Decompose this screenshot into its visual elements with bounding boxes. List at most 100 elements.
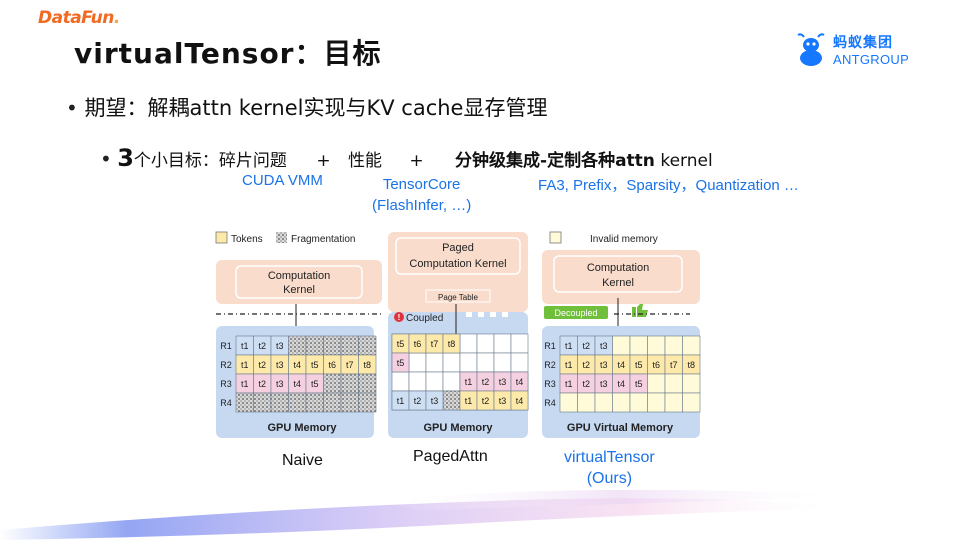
token-cell-label: t2: [482, 396, 490, 406]
note-cuda-vmm: CUDA VMM: [242, 172, 323, 189]
page-cell: [493, 352, 512, 373]
legend-invalid-swatch: [549, 231, 562, 244]
fragment-cell: [340, 373, 359, 394]
token-cell-label: t3: [499, 396, 507, 406]
goal-count: 3: [117, 144, 134, 172]
slide-title: virtualTensor：目标: [74, 37, 382, 70]
fragment-cell: [305, 335, 324, 356]
decoupled-label: Decoupled: [554, 308, 597, 318]
legend-tokens: Tokens: [231, 234, 263, 245]
page-cell: [408, 371, 427, 392]
vt-kernel-line2: Kernel: [602, 277, 634, 289]
kernel-label-line1: Computation: [268, 270, 330, 282]
caption-vt-line2: (Ours): [586, 470, 633, 487]
token-cell-label: t5: [397, 339, 405, 349]
paged-kernel-line1: Paged: [442, 242, 474, 254]
invalid-memory-cell: [682, 335, 701, 356]
token-cell: [391, 352, 410, 373]
page-cell: [442, 352, 461, 373]
token-cell: [425, 390, 444, 411]
token-cell-label: t5: [311, 379, 319, 389]
gpu-memory-label-naive: GPU Memory: [267, 422, 337, 434]
thumbs-up-icon: [632, 304, 648, 317]
token-cell-label: t3: [600, 341, 608, 351]
plus-sign: +: [409, 151, 424, 171]
row-label: R1: [544, 341, 556, 351]
coupled-label: Coupled: [406, 313, 443, 324]
note-fa3: FA3, Prefix，Sparsity，Quantization …: [538, 177, 799, 194]
invalid-memory-cell: [647, 392, 666, 413]
fragment-cell: [288, 392, 307, 413]
fragment-cell: [340, 392, 359, 413]
page-cell: [510, 333, 529, 354]
page-cell: [459, 352, 478, 373]
invalid-memory-cell: [629, 335, 648, 356]
datafun-logo-dot: .: [113, 8, 120, 28]
fragment-cell: [235, 392, 254, 413]
caption-virtualtensor: virtualTensor (Ours): [564, 447, 655, 489]
invalid-memory-cell: [664, 373, 683, 394]
invalid-memory-cell: [682, 373, 701, 394]
kernel-inner-paged: [395, 237, 521, 275]
vt-kernel-line1: Computation: [587, 262, 649, 274]
token-cell-label: t1: [465, 377, 473, 387]
token-cell-label: t7: [670, 360, 678, 370]
caption-pagedattn: PagedAttn: [413, 448, 488, 465]
token-cell-label: t5: [397, 358, 405, 368]
panel-paged: Paged Computation Kernel Page Table ! Co…: [388, 232, 529, 438]
invalid-memory-cell: [559, 392, 578, 413]
goal-performance: 性能: [347, 151, 382, 171]
memory-comparison-figure: Tokens Fragmentation Computation Kernel …: [215, 231, 701, 438]
legend-invalid: Invalid memory: [590, 234, 658, 245]
token-cell-label: t4: [516, 377, 524, 387]
token-cell-label: t1: [241, 341, 249, 351]
fragment-cell: [323, 335, 342, 356]
fragment-cell: [358, 392, 377, 413]
note-tensorcore-line2: (FlashInfer, …): [372, 197, 472, 214]
fragment-cell: [270, 392, 289, 413]
token-cell-label: t3: [431, 396, 439, 406]
bullet-expectation-text: 期望：解耦attn kernel实现与KV cache显存管理: [84, 96, 548, 120]
token-cell-label: t6: [652, 360, 660, 370]
token-cell-label: t4: [293, 360, 301, 370]
page-cell: [476, 352, 495, 373]
row-label: R4: [544, 398, 556, 408]
fragment-cell: [253, 392, 272, 413]
token-cell-label: t2: [414, 396, 422, 406]
kernel-inner-vt: [553, 255, 683, 293]
token-cell-label: t4: [293, 379, 301, 389]
page-table-label: Page Table: [438, 293, 478, 302]
svg-text:!: !: [398, 313, 401, 322]
invalid-memory-cell: [594, 392, 613, 413]
token-cell-label: t2: [258, 379, 266, 389]
row-label: R3: [544, 379, 556, 389]
antgroup-logo-en: ANTGROUP: [833, 52, 910, 67]
bullet-goals: • 3个小目标：碎片问题 + 性能 + 分钟级集成-定制各种attn kerne…: [100, 144, 713, 172]
token-cell-label: t1: [241, 379, 249, 389]
goal-integration: 分钟级集成-定制各种attn: [455, 151, 655, 171]
token-cell-label: t4: [617, 379, 625, 389]
page-table-box: [425, 289, 491, 303]
caption-naive: Naive: [282, 452, 323, 469]
fragment-cell: [358, 373, 377, 394]
token-cell-label: t1: [465, 396, 473, 406]
plus-sign: +: [316, 151, 331, 171]
token-cell-label: t2: [582, 341, 590, 351]
token-cell-label: t1: [565, 379, 573, 389]
kernel-inner-naive: [235, 265, 363, 299]
page-cell: [493, 333, 512, 354]
panel-virtualtensor: Invalid memory Computation Kernel Decoup…: [542, 231, 701, 438]
memory-top-notches: [466, 312, 508, 317]
note-tensorcore: TensorCore (FlashInfer, …): [372, 174, 471, 216]
row-label: R1: [220, 341, 232, 351]
token-cell-label: t3: [499, 377, 507, 387]
panel-naive: Tokens Fragmentation Computation Kernel …: [215, 231, 382, 438]
token-cell: [442, 333, 461, 354]
row-label: R4: [220, 398, 232, 408]
legend-token-swatch: [215, 231, 228, 244]
ant-icon: [797, 32, 825, 66]
token-cell-label: t2: [582, 360, 590, 370]
kernel-label-line2: Kernel: [283, 284, 315, 296]
